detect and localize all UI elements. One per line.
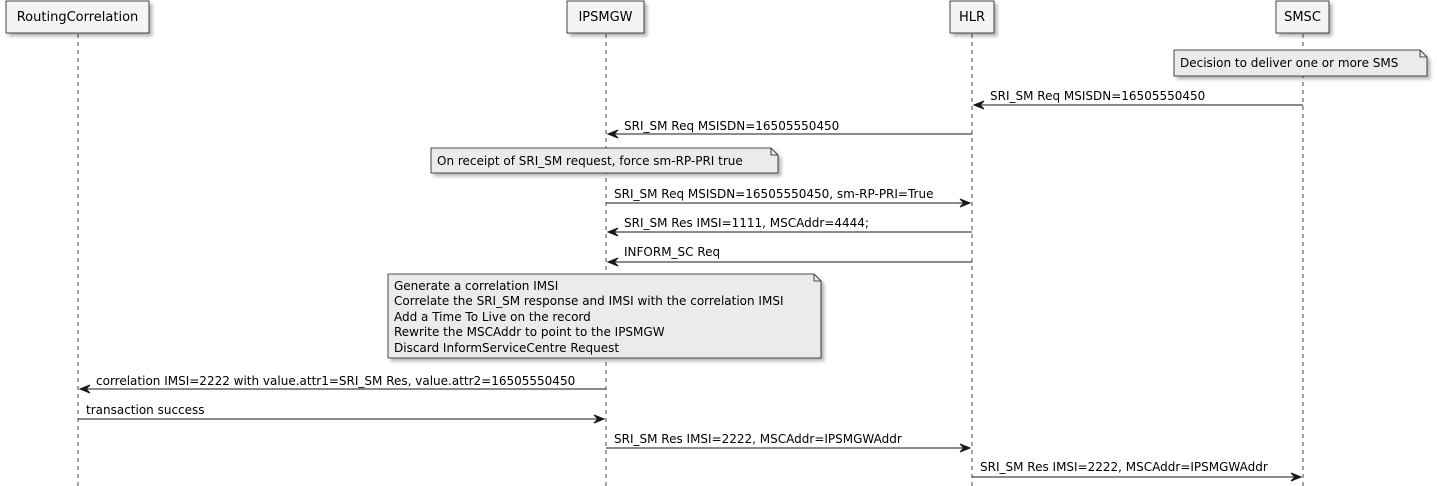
message-sri-sm-req-pri-ipsmgw-to-hlr: SRI_SM Req MSISDN=16505550450, sm-RP-PRI… (606, 187, 972, 208)
message-label: INFORM_SC Req (624, 245, 720, 259)
note-line: Decision to deliver one or more SMS (1180, 56, 1398, 70)
message-label: SRI_SM Res IMSI=1111, MSCAddr=4444; (624, 216, 869, 230)
message-sri-sm-req-hlr-to-ipsmgw: SRI_SM Req MSISDN=16505550450 (606, 119, 972, 139)
participant-label: HLR (959, 10, 985, 25)
note-line: On receipt of SRI_SM request, force sm-R… (437, 154, 743, 168)
message-transaction-success: transaction success (78, 403, 606, 424)
note-line: Correlate the SRI_SM response and IMSI w… (394, 294, 783, 308)
participant-routingcorrelation: RoutingCorrelation (5, 0, 150, 34)
participant-label: RoutingCorrelation (17, 10, 139, 25)
message-label: SRI_SM Res IMSI=2222, MSCAddr=IPSMGWAddr (980, 460, 1268, 474)
note-line: Rewrite the MSCAddr to point to the IPSM… (394, 325, 665, 339)
participant-smsc: SMSC (1275, 0, 1330, 34)
participant-label: IPSMGW (578, 10, 632, 25)
message-label: SRI_SM Req MSISDN=16505550450 (624, 119, 839, 133)
message-inform-sc-req: INFORM_SC Req (606, 245, 972, 267)
participant-ipsmgw: IPSMGW (566, 0, 645, 34)
message-label: SRI_SM Req MSISDN=16505550450 (990, 89, 1205, 103)
note-decision-to-deliver: Decision to deliver one or more SMS (1173, 49, 1428, 77)
message-sri-sm-req-smsc-to-hlr: SRI_SM Req MSISDN=16505550450 (972, 89, 1303, 110)
note-force-sm-rp-pri: On receipt of SRI_SM request, force sm-R… (430, 147, 779, 174)
note-line: Discard InformServiceCentre Request (394, 341, 619, 355)
note-line: Generate a correlation IMSI (394, 279, 558, 293)
message-sri-sm-res-hlr-to-smsc: SRI_SM Res IMSI=2222, MSCAddr=IPSMGWAddr (972, 460, 1303, 482)
message-label: SRI_SM Req MSISDN=16505550450, sm-RP-PRI… (614, 187, 933, 201)
message-correlation-imsi: correlation IMSI=2222 with value.attr1=S… (78, 374, 606, 394)
note-line: Add a Time To Live on the record (394, 310, 591, 324)
message-label: transaction success (86, 403, 205, 417)
message-label: correlation IMSI=2222 with value.attr1=S… (96, 374, 575, 388)
participant-label: SMSC (1284, 10, 1321, 25)
note-correlation-steps: Generate a correlation IMSI Correlate th… (387, 273, 822, 359)
message-sri-sm-res-hlr-to-ipsmgw: SRI_SM Res IMSI=1111, MSCAddr=4444; (606, 216, 972, 237)
message-sri-sm-res-ipsmgw-to-hlr: SRI_SM Res IMSI=2222, MSCAddr=IPSMGWAddr (606, 432, 972, 453)
message-label: SRI_SM Res IMSI=2222, MSCAddr=IPSMGWAddr (614, 432, 902, 446)
participant-hlr: HLR (949, 0, 995, 34)
